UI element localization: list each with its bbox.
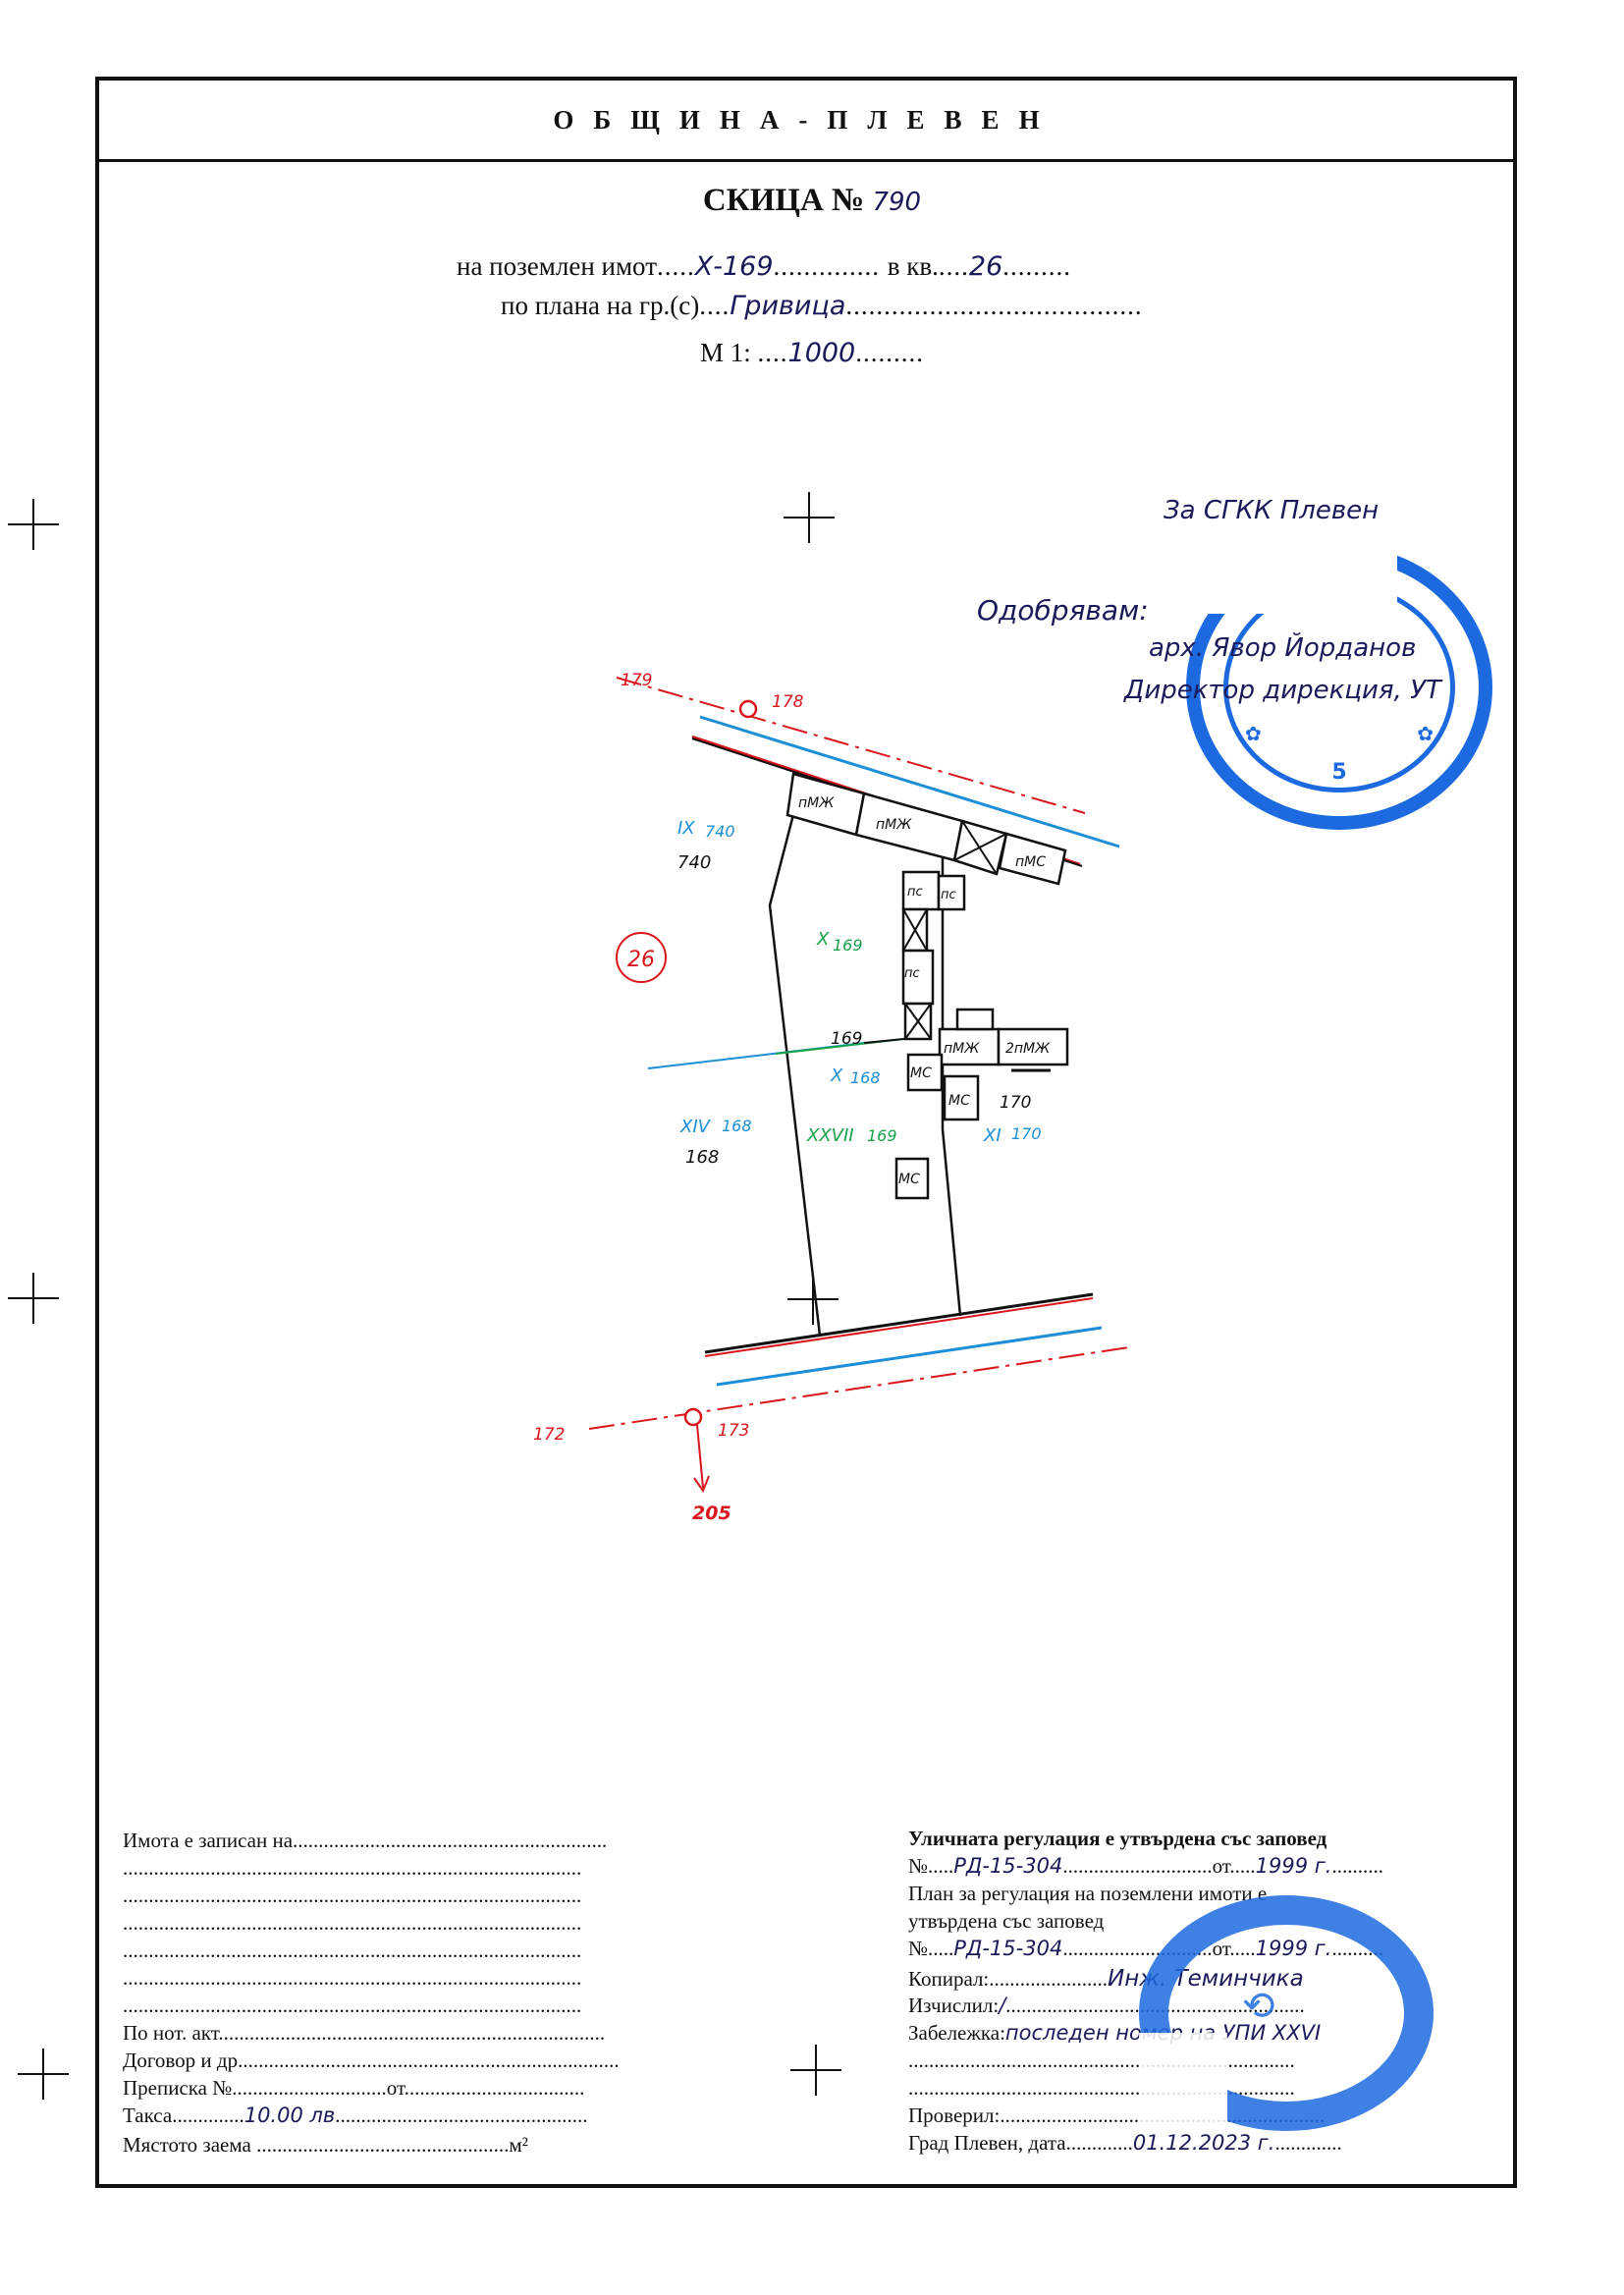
property-boundary-bottom	[704, 1292, 1094, 1354]
property-prefix: на поземлен имот	[457, 251, 658, 281]
title-prefix: СКИЦА №	[702, 183, 865, 218]
building-label: пс	[904, 966, 920, 981]
regulation-axis-bottom	[588, 1346, 1130, 1430]
parcel-xiv-number: 168	[722, 1117, 752, 1135]
building-ms-1	[906, 1053, 944, 1092]
building-pms	[998, 832, 1067, 886]
plan-line: по плана на гр.(с)....Гривица...........…	[501, 291, 1143, 321]
approval-office: За СГКК Плевен	[1164, 496, 1380, 525]
parcel-169-number: 169	[831, 1029, 862, 1049]
registration-cross	[8, 499, 59, 550]
building-label: МС	[898, 1172, 920, 1187]
scale-value: 1000	[787, 338, 856, 368]
property-line: на поземлен имот.....Х-169..............…	[457, 251, 1072, 282]
building-label: пМЖ	[876, 817, 912, 833]
building-label: МС	[948, 1093, 970, 1109]
parcel-xi-id: XI	[983, 1125, 1001, 1146]
street-line-bottom	[716, 1326, 1103, 1387]
approver-name: арх. Явор Йорданов	[1149, 633, 1417, 663]
parcel-xiv-id: XIV	[679, 1117, 712, 1137]
point-173-label: 173	[718, 1421, 749, 1441]
parcel-ix-number: 740	[705, 822, 735, 841]
contract-line: Договор и др............................…	[123, 2049, 620, 2072]
city-date-line: Град Плевен, дата.............01.12.2023…	[908, 2131, 1342, 2155]
official-stamp: ✿ ✿ 5	[1186, 545, 1492, 830]
regulation-line-bottom	[704, 1297, 1094, 1357]
point-172-label: 172	[533, 1425, 565, 1445]
registration-cross	[787, 1274, 839, 1325]
municipality-header: ОБЩИНА-ПЛЕВЕН	[99, 81, 1513, 162]
building-ps-2	[937, 874, 966, 911]
point-173-marker	[683, 1407, 703, 1427]
boundary-east	[941, 845, 962, 1317]
plan-prefix: по плана на гр.(с)	[501, 291, 700, 320]
transcript-line: Преписка №..............................…	[123, 2076, 585, 2100]
stamp-emblem-icon: ⟲	[1242, 1984, 1275, 2029]
recorded-owner-line: Имота е записан на......................…	[123, 1829, 608, 1852]
parcel-x168-number: 168	[850, 1068, 881, 1087]
building-label: пМС	[1015, 854, 1046, 870]
point-205-label: 205	[692, 1503, 731, 1524]
block-number: 26	[968, 251, 1003, 282]
building-ms-2	[943, 1074, 980, 1121]
scale-prefix: М 1:	[700, 338, 751, 367]
registration-cross	[784, 492, 835, 543]
municipality-name: ОБЩИНА-ПЛЕВЕН	[553, 104, 1059, 135]
street-regulation-heading: Уличната регулация е утвърдена със запов…	[908, 1827, 1327, 1850]
registration-cross	[790, 2045, 841, 2096]
fee-line: Такса..............10.00 лв.............…	[123, 2104, 588, 2127]
building-label: пМЖ	[798, 795, 835, 811]
approver-title: Директор дирекция, УТ	[1124, 676, 1441, 705]
parcel-170-number: 170	[1000, 1093, 1031, 1113]
building-label: пс	[907, 885, 923, 900]
regulation-axis-top	[616, 677, 1086, 814]
parcel-x168-id: X	[830, 1066, 843, 1086]
scale-line: М 1: ....1000.........	[700, 338, 924, 368]
parcel-ix-id: IX	[677, 818, 695, 839]
parcel-740-number: 740	[677, 852, 711, 873]
place-name: Гривица	[730, 291, 846, 321]
fee-value: 10.00 лв	[244, 2104, 336, 2127]
block-number-circle	[616, 932, 667, 983]
property-id: Х-169	[694, 251, 774, 282]
block-label: 26	[627, 948, 655, 972]
parcel-xxvii-id: XXVII	[806, 1125, 854, 1146]
building-label: пс	[941, 888, 956, 902]
parcel-168-number: 168	[685, 1147, 719, 1168]
stamp-number: 5	[1331, 760, 1347, 785]
block-prefix: в кв.	[887, 251, 939, 281]
plan-regulation-line-2: утвърдена със заповед	[908, 1909, 1105, 1933]
registration-cross	[18, 2049, 69, 2100]
notary-act-line: По нот. акт.............................…	[123, 2021, 606, 2045]
building-2pmzh	[997, 1027, 1069, 1066]
parcel-x169-id: X	[816, 929, 830, 950]
official-stamp-bottom: ⟲	[1139, 1895, 1434, 2131]
sketch-frame: ОБЩИНА-ПЛЕВЕН	[95, 77, 1517, 2188]
boundary-west	[768, 776, 822, 1337]
sketch-title: СКИЦА № 790	[0, 183, 1624, 219]
plan-regulation-line-1: План за регулация на поземлени имоти е	[908, 1882, 1268, 1905]
parcel-x169-number: 169	[833, 936, 863, 955]
point-178-marker	[738, 699, 758, 719]
sketch-number: 790	[872, 188, 922, 217]
approval-word: Одобрявам:	[977, 594, 1149, 627]
building-label: пМЖ	[944, 1041, 980, 1057]
street-line-top	[699, 715, 1120, 848]
stamp-flower-icon: ✿	[1245, 722, 1262, 745]
direction-arrow-205	[696, 1424, 704, 1489]
street-order-line: №.....РД-15-304.........................…	[908, 1854, 1383, 1878]
building-ms-3	[894, 1157, 930, 1200]
building-label: МС	[910, 1066, 932, 1081]
point-178-label: 178	[772, 692, 804, 712]
parcel-xxvii-number: 169	[867, 1126, 897, 1145]
building-label: 2пМЖ	[1005, 1041, 1051, 1057]
building-ps-1	[901, 870, 941, 911]
registration-cross	[8, 1273, 59, 1324]
point-179-label: 179	[621, 671, 652, 690]
parcel-xi-number: 170	[1011, 1124, 1042, 1143]
area-line: Мястото заема ..........................…	[123, 2133, 528, 2157]
stamp-flower-icon: ✿	[1417, 722, 1434, 745]
